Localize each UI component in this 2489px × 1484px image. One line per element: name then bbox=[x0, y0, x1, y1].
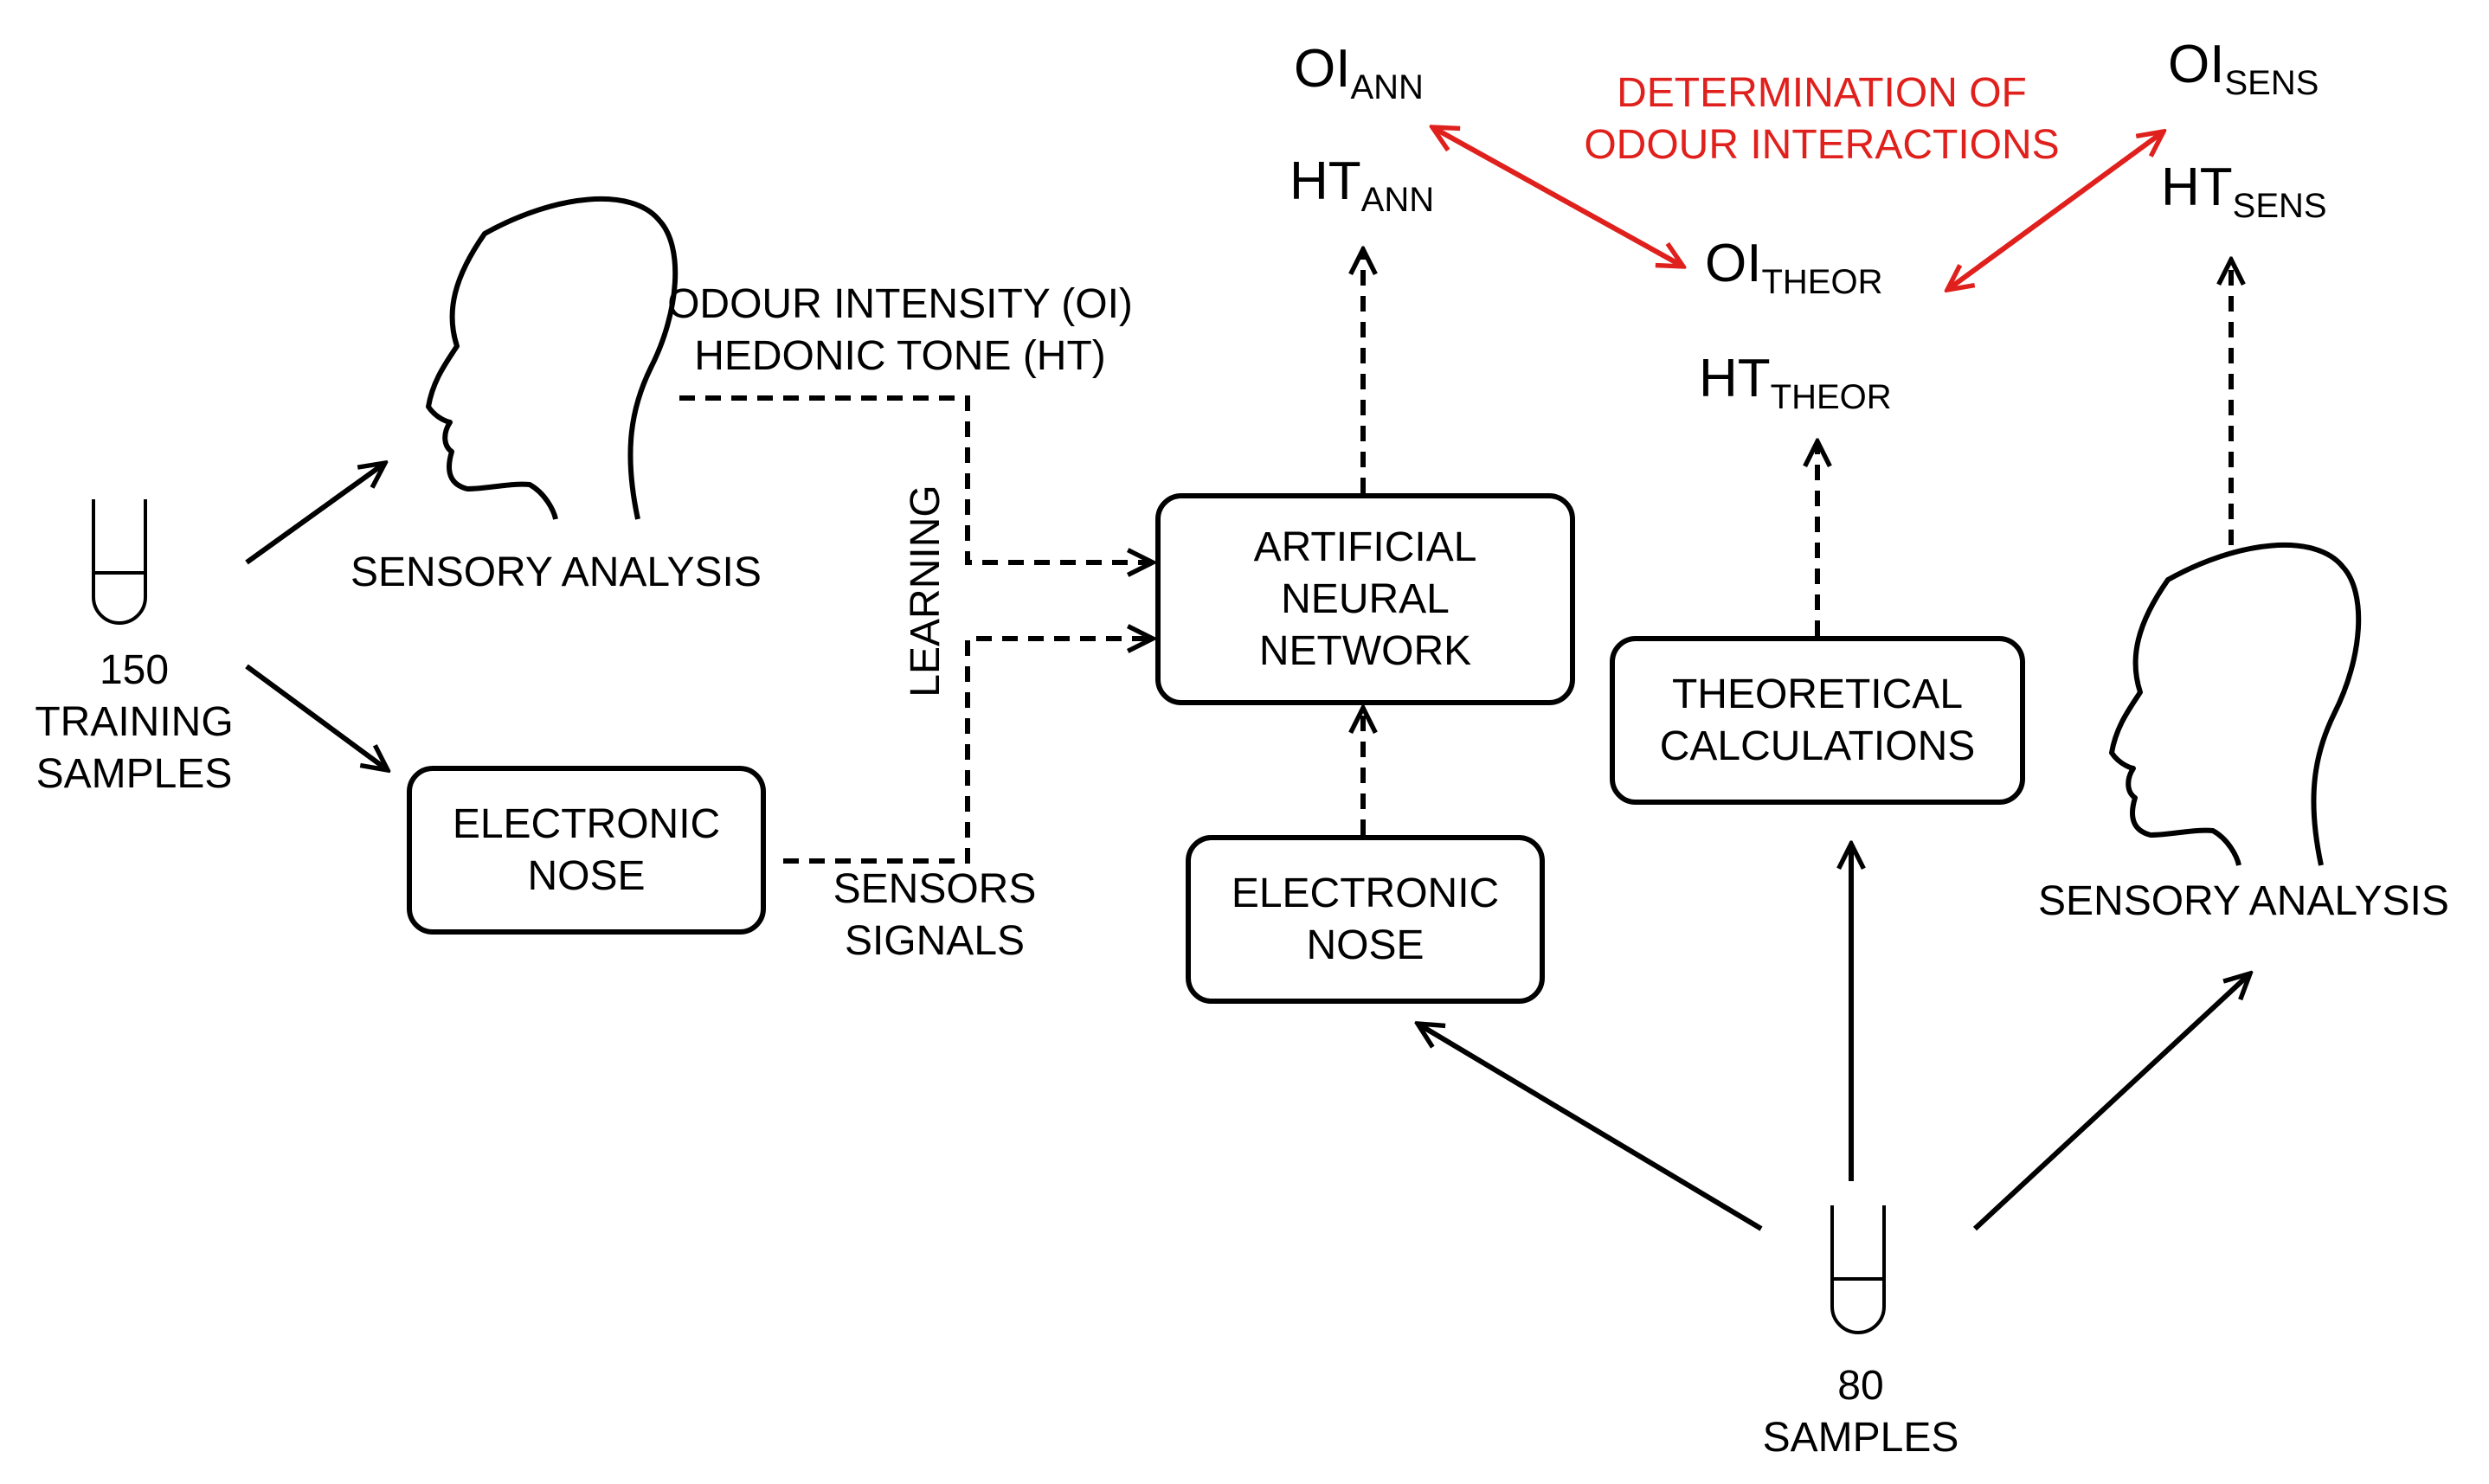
test-enose-line1: ELECTRONIC bbox=[1231, 870, 1500, 916]
ann-line1: ARTIFICIAL bbox=[1253, 524, 1477, 570]
training-to-sensory-arrow bbox=[245, 463, 385, 565]
test-enose-line2: NOSE bbox=[1306, 922, 1425, 968]
theory-line2: CALCULATIONS bbox=[1659, 723, 1976, 769]
learning-label: LEARNING bbox=[903, 485, 949, 697]
test-head-icon bbox=[2109, 542, 2362, 866]
interaction-line1: DETERMINATION OF bbox=[1617, 70, 2027, 116]
test-to-enose-arrow bbox=[1418, 1024, 1763, 1231]
ann-line2: NEURAL bbox=[1281, 575, 1450, 622]
test-samples-label: 80 SAMPLES bbox=[1757, 1360, 1965, 1464]
training-to-enose-arrow bbox=[245, 664, 388, 770]
sensors-signals-label: SENSORS SIGNALS bbox=[809, 864, 1060, 967]
learning-oi-ht-dashed-arrow bbox=[679, 395, 1153, 562]
oi-theor-label: OITHEOR bbox=[1705, 234, 1883, 301]
test-to-sensory-arrow bbox=[1972, 973, 2250, 1231]
sens-vs-theor-red-arrow bbox=[1947, 132, 2164, 290]
training-enose-line1: ELECTRONIC bbox=[452, 800, 721, 847]
test-label: SAMPLES bbox=[1762, 1415, 1959, 1461]
outputs-label: ODOUR INTENSITY (OI) HEDONIC TONE (HT) bbox=[640, 279, 1160, 382]
interaction-label: DETERMINATION OF ODOUR INTERACTIONS bbox=[1562, 67, 2081, 171]
oi-ann-label: OIANN bbox=[1294, 39, 1424, 106]
test-sensory-label: SENSORY ANALYSIS bbox=[2038, 878, 2449, 924]
training-sensory-label: SENSORY ANALYSIS bbox=[351, 549, 762, 595]
training-head-icon bbox=[426, 196, 679, 520]
training-enose-line2: NOSE bbox=[527, 852, 646, 899]
theory-box: THEORETICAL CALCULATIONS bbox=[1610, 636, 2025, 805]
ann-box: ARTIFICIAL NEURAL NETWORK bbox=[1155, 493, 1575, 705]
training-test-tube-icon bbox=[92, 499, 147, 625]
ht-theor-label: HTTHEOR bbox=[1699, 349, 1892, 416]
training-label-line2: SAMPLES bbox=[35, 751, 233, 797]
interaction-line2: ODOUR INTERACTIONS bbox=[1584, 122, 2060, 168]
ht-ann-label: HTANN bbox=[1290, 151, 1435, 219]
training-enose-box: ELECTRONIC NOSE bbox=[407, 766, 766, 935]
sensors-line1: SENSORS bbox=[833, 866, 1037, 912]
training-count: 150 bbox=[99, 647, 170, 693]
theory-line1: THEORETICAL bbox=[1671, 671, 1964, 717]
training-samples-label: 150 TRAINING SAMPLES bbox=[17, 645, 251, 800]
sensors-line2: SIGNALS bbox=[844, 918, 1026, 964]
outputs-line2: HEDONIC TONE (HT) bbox=[694, 333, 1106, 379]
test-test-tube-icon bbox=[1830, 1205, 1886, 1334]
ann-vs-theor-red-arrow bbox=[1432, 127, 1683, 267]
learning-sensors-dashed-arrow bbox=[783, 639, 1153, 864]
training-label-line1: TRAINING bbox=[35, 699, 234, 745]
oi-sens-label: OISENS bbox=[2168, 35, 2319, 102]
test-count: 80 bbox=[1837, 1363, 1884, 1409]
ann-line3: NETWORK bbox=[1258, 627, 1472, 674]
test-enose-box: ELECTRONIC NOSE bbox=[1186, 835, 1545, 1004]
ht-sens-label: HTSENS bbox=[2161, 157, 2327, 225]
outputs-line1: ODOUR INTENSITY (OI) bbox=[667, 281, 1133, 327]
